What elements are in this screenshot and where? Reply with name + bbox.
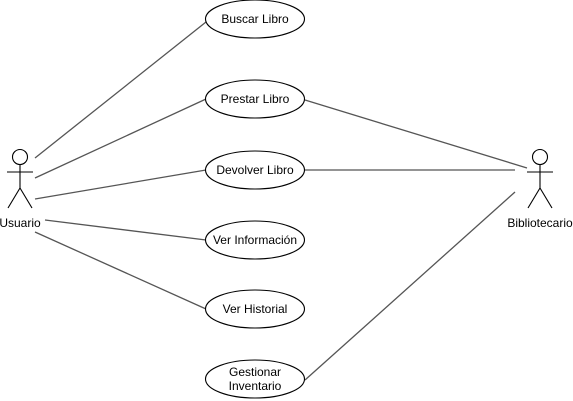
use-case-label-line-1: Gestionar xyxy=(229,365,281,379)
use-case-label: Buscar Libro xyxy=(221,12,289,26)
use-case-prestar-libro[interactable]: Prestar Libro xyxy=(204,79,306,119)
actor-usuario[interactable]: Usuario xyxy=(0,148,41,231)
use-case-ellipse xyxy=(204,220,306,260)
associations xyxy=(34,21,528,381)
association-usuario-prestar-libro xyxy=(34,98,207,179)
association-usuario-ver-informacion xyxy=(44,219,207,241)
use-case-ellipse xyxy=(204,359,306,399)
use-case-label-line-2: Inventario xyxy=(229,379,282,393)
stick-figure-icon xyxy=(7,148,33,209)
association-bibliotecario-prestar-libro xyxy=(304,99,528,169)
stick-figure-icon xyxy=(527,148,553,209)
use-case-ellipse xyxy=(204,289,306,329)
use-case-ver-historial[interactable]: Ver Historial xyxy=(204,289,306,329)
use-case-buscar-libro[interactable]: Buscar Libro xyxy=(204,0,306,39)
use-case-label: Ver Historial xyxy=(223,302,288,316)
actor-label-bibliotecario: Bibliotecario xyxy=(507,216,573,230)
use-case-ellipse xyxy=(204,79,306,119)
association-usuario-devolver-libro xyxy=(34,169,207,200)
association-bibliotecario-gestionar-inventario xyxy=(304,191,516,381)
use-case-ver-informacion[interactable]: Ver Información xyxy=(204,220,306,260)
use-case-label: Devolver Libro xyxy=(216,163,294,177)
association-usuario-buscar-libro xyxy=(34,21,207,159)
use-case-devolver-libro[interactable]: Devolver Libro xyxy=(204,150,306,190)
actor-label-usuario: Usuario xyxy=(0,216,41,230)
use-case-label: Ver Información xyxy=(213,233,297,247)
use-case-gestionar-inventario[interactable]: Gestionar Inventario xyxy=(204,359,306,399)
use-case-ellipse xyxy=(204,150,306,190)
use-case-ellipse xyxy=(204,0,306,39)
actor-bibliotecario[interactable]: Bibliotecario xyxy=(507,148,573,231)
association-usuario-ver-historial xyxy=(34,231,207,310)
use-case-label: Prestar Libro xyxy=(221,92,290,106)
